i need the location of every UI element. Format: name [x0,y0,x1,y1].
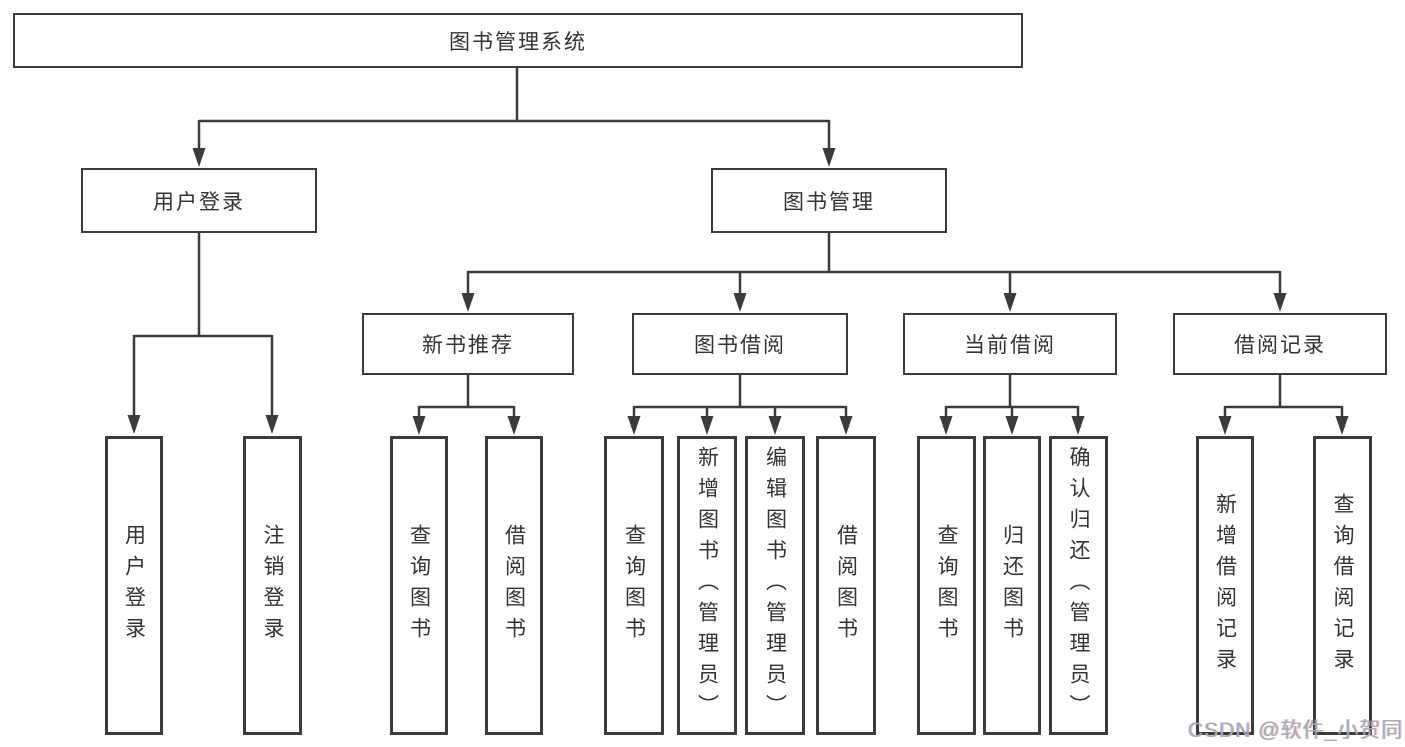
leaf-query-books-current: 查询图书 [917,436,976,735]
node-user-login: 用户登录 [81,168,317,233]
leaf-add-borrow-record: 新增借阅记录 [1196,436,1254,735]
csdn-watermark: CSDN @软件_小贺同学 [1188,719,1404,742]
leaf-confirm-return-admin: 确认归还（管理员） [1049,436,1108,735]
leaf-borrow-books-recommend: 借阅图书 [485,436,543,735]
node-current-borrowing: 当前借阅 [903,313,1117,375]
node-new-book-recommend: 新书推荐 [362,313,574,375]
node-book-management: 图书管理 [711,168,947,233]
leaf-return-books: 归还图书 [983,436,1041,735]
leaf-borrow-books-borrowing: 借阅图书 [816,436,876,735]
leaf-logout: 注销登录 [243,436,302,735]
leaf-query-books-borrowing: 查询图书 [604,436,664,735]
leaf-add-books-admin: 新增图书（管理员） [677,436,737,735]
leaf-query-borrow-record: 查询借阅记录 [1313,436,1372,735]
leaf-edit-books-admin: 编辑图书（管理员） [745,436,805,735]
node-borrowing-records: 借阅记录 [1173,313,1387,375]
node-root-library-management-system: 图书管理系统 [13,13,1023,68]
node-book-borrowing: 图书借阅 [632,313,848,375]
arrowheads [127,148,1349,435]
leaf-user-login: 用户登录 [105,436,163,735]
leaf-query-books-recommend: 查询图书 [390,436,448,735]
